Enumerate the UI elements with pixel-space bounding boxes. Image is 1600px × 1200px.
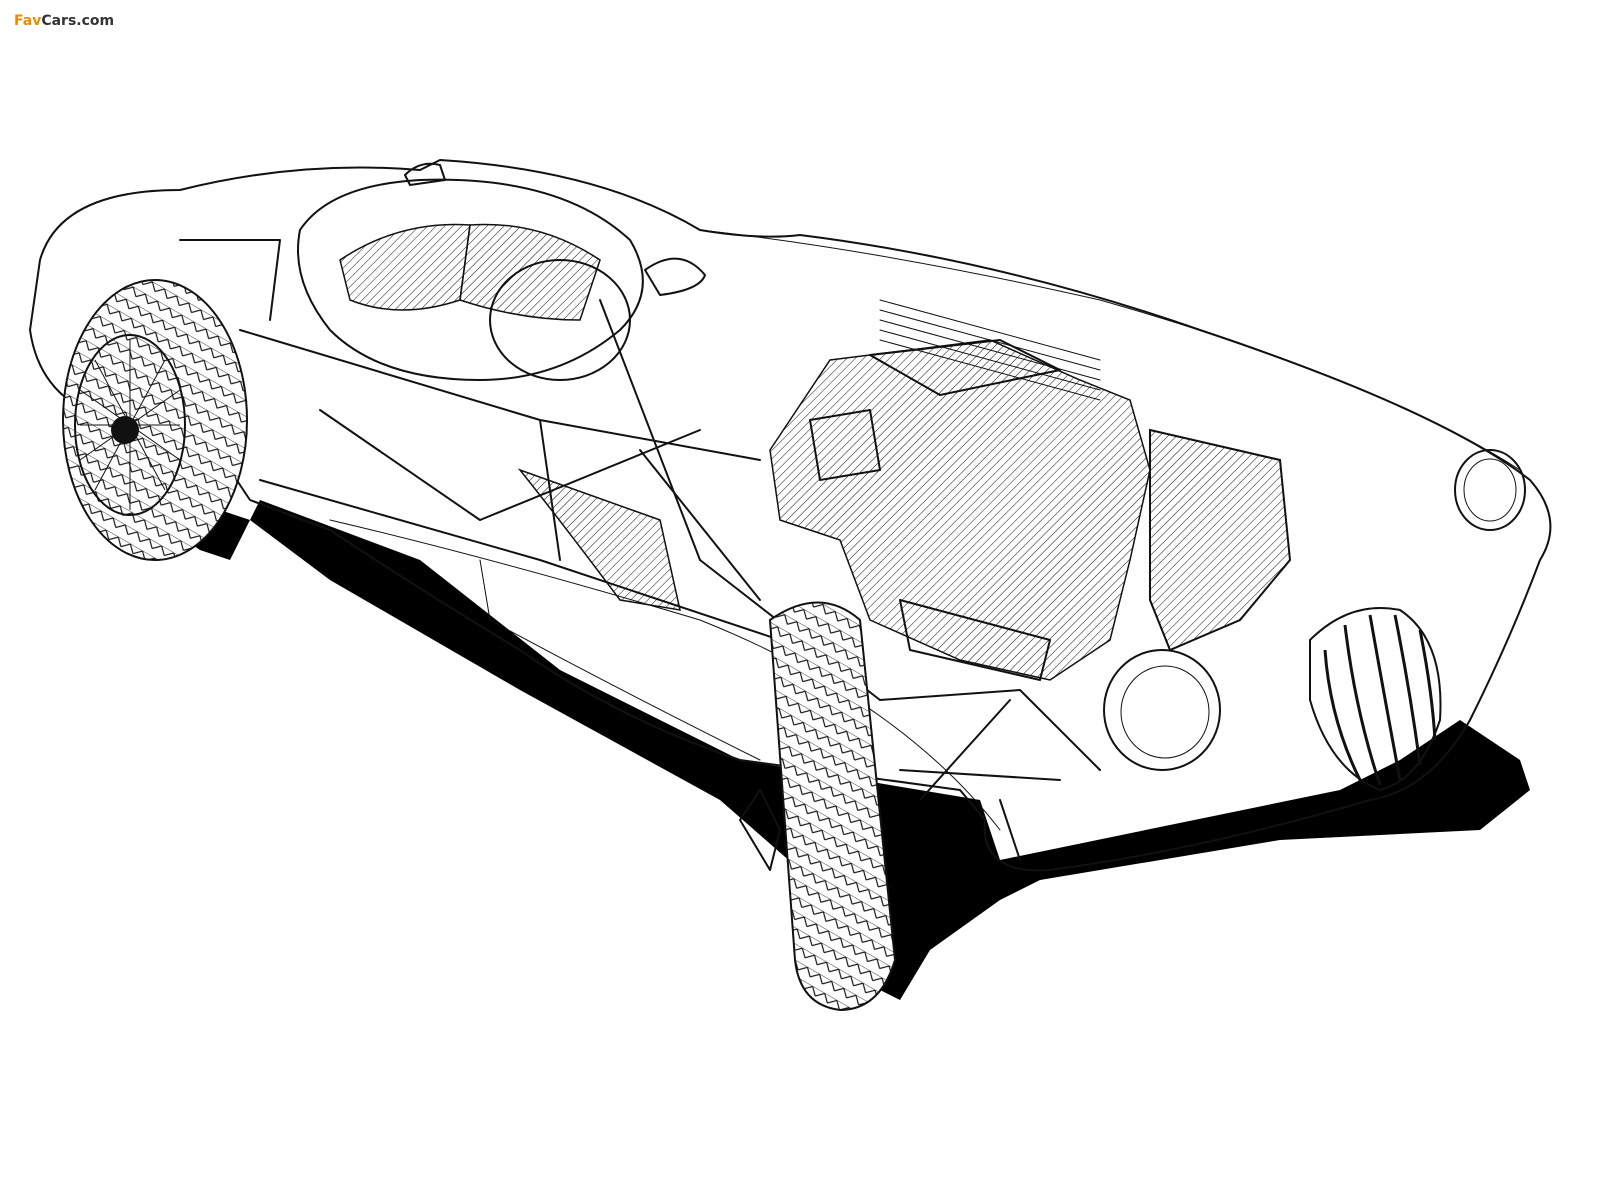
front-suspension xyxy=(879,689,1101,861)
sump xyxy=(899,599,1051,681)
side-panel-edge xyxy=(479,559,761,761)
floor-panel xyxy=(517,468,681,611)
body-contour-line xyxy=(699,229,1521,471)
headlamp-main-lens xyxy=(1463,458,1517,522)
ground-shadow xyxy=(70,460,1530,1000)
rear-wheel-rim xyxy=(74,334,186,516)
body-cut-edge xyxy=(329,519,1001,831)
rear-tire xyxy=(62,279,248,561)
headlamp-detached-lens xyxy=(1120,665,1210,759)
headlamp-main xyxy=(1454,449,1526,531)
brake-drum-backplate xyxy=(739,789,781,871)
headlamp-detached xyxy=(1103,649,1221,771)
watermark-logo: FavCars.com xyxy=(14,13,115,29)
grille-bars xyxy=(1323,614,1437,786)
fuel-filler-cap xyxy=(404,162,446,186)
cylinder-head xyxy=(869,339,1061,396)
steering-wheel xyxy=(489,259,631,381)
radiator xyxy=(1149,428,1292,652)
tubular-space-frame xyxy=(179,239,881,701)
engine-block xyxy=(769,339,1151,681)
seat xyxy=(459,223,601,321)
rear-hub-spinner xyxy=(111,416,139,444)
cockpit-rim xyxy=(297,178,644,381)
carburettors xyxy=(809,409,881,481)
windscreen xyxy=(644,257,706,296)
seat xyxy=(339,223,471,311)
car-body-outline xyxy=(29,159,1552,872)
front-grille xyxy=(1309,607,1442,791)
front-tire xyxy=(768,601,897,1012)
